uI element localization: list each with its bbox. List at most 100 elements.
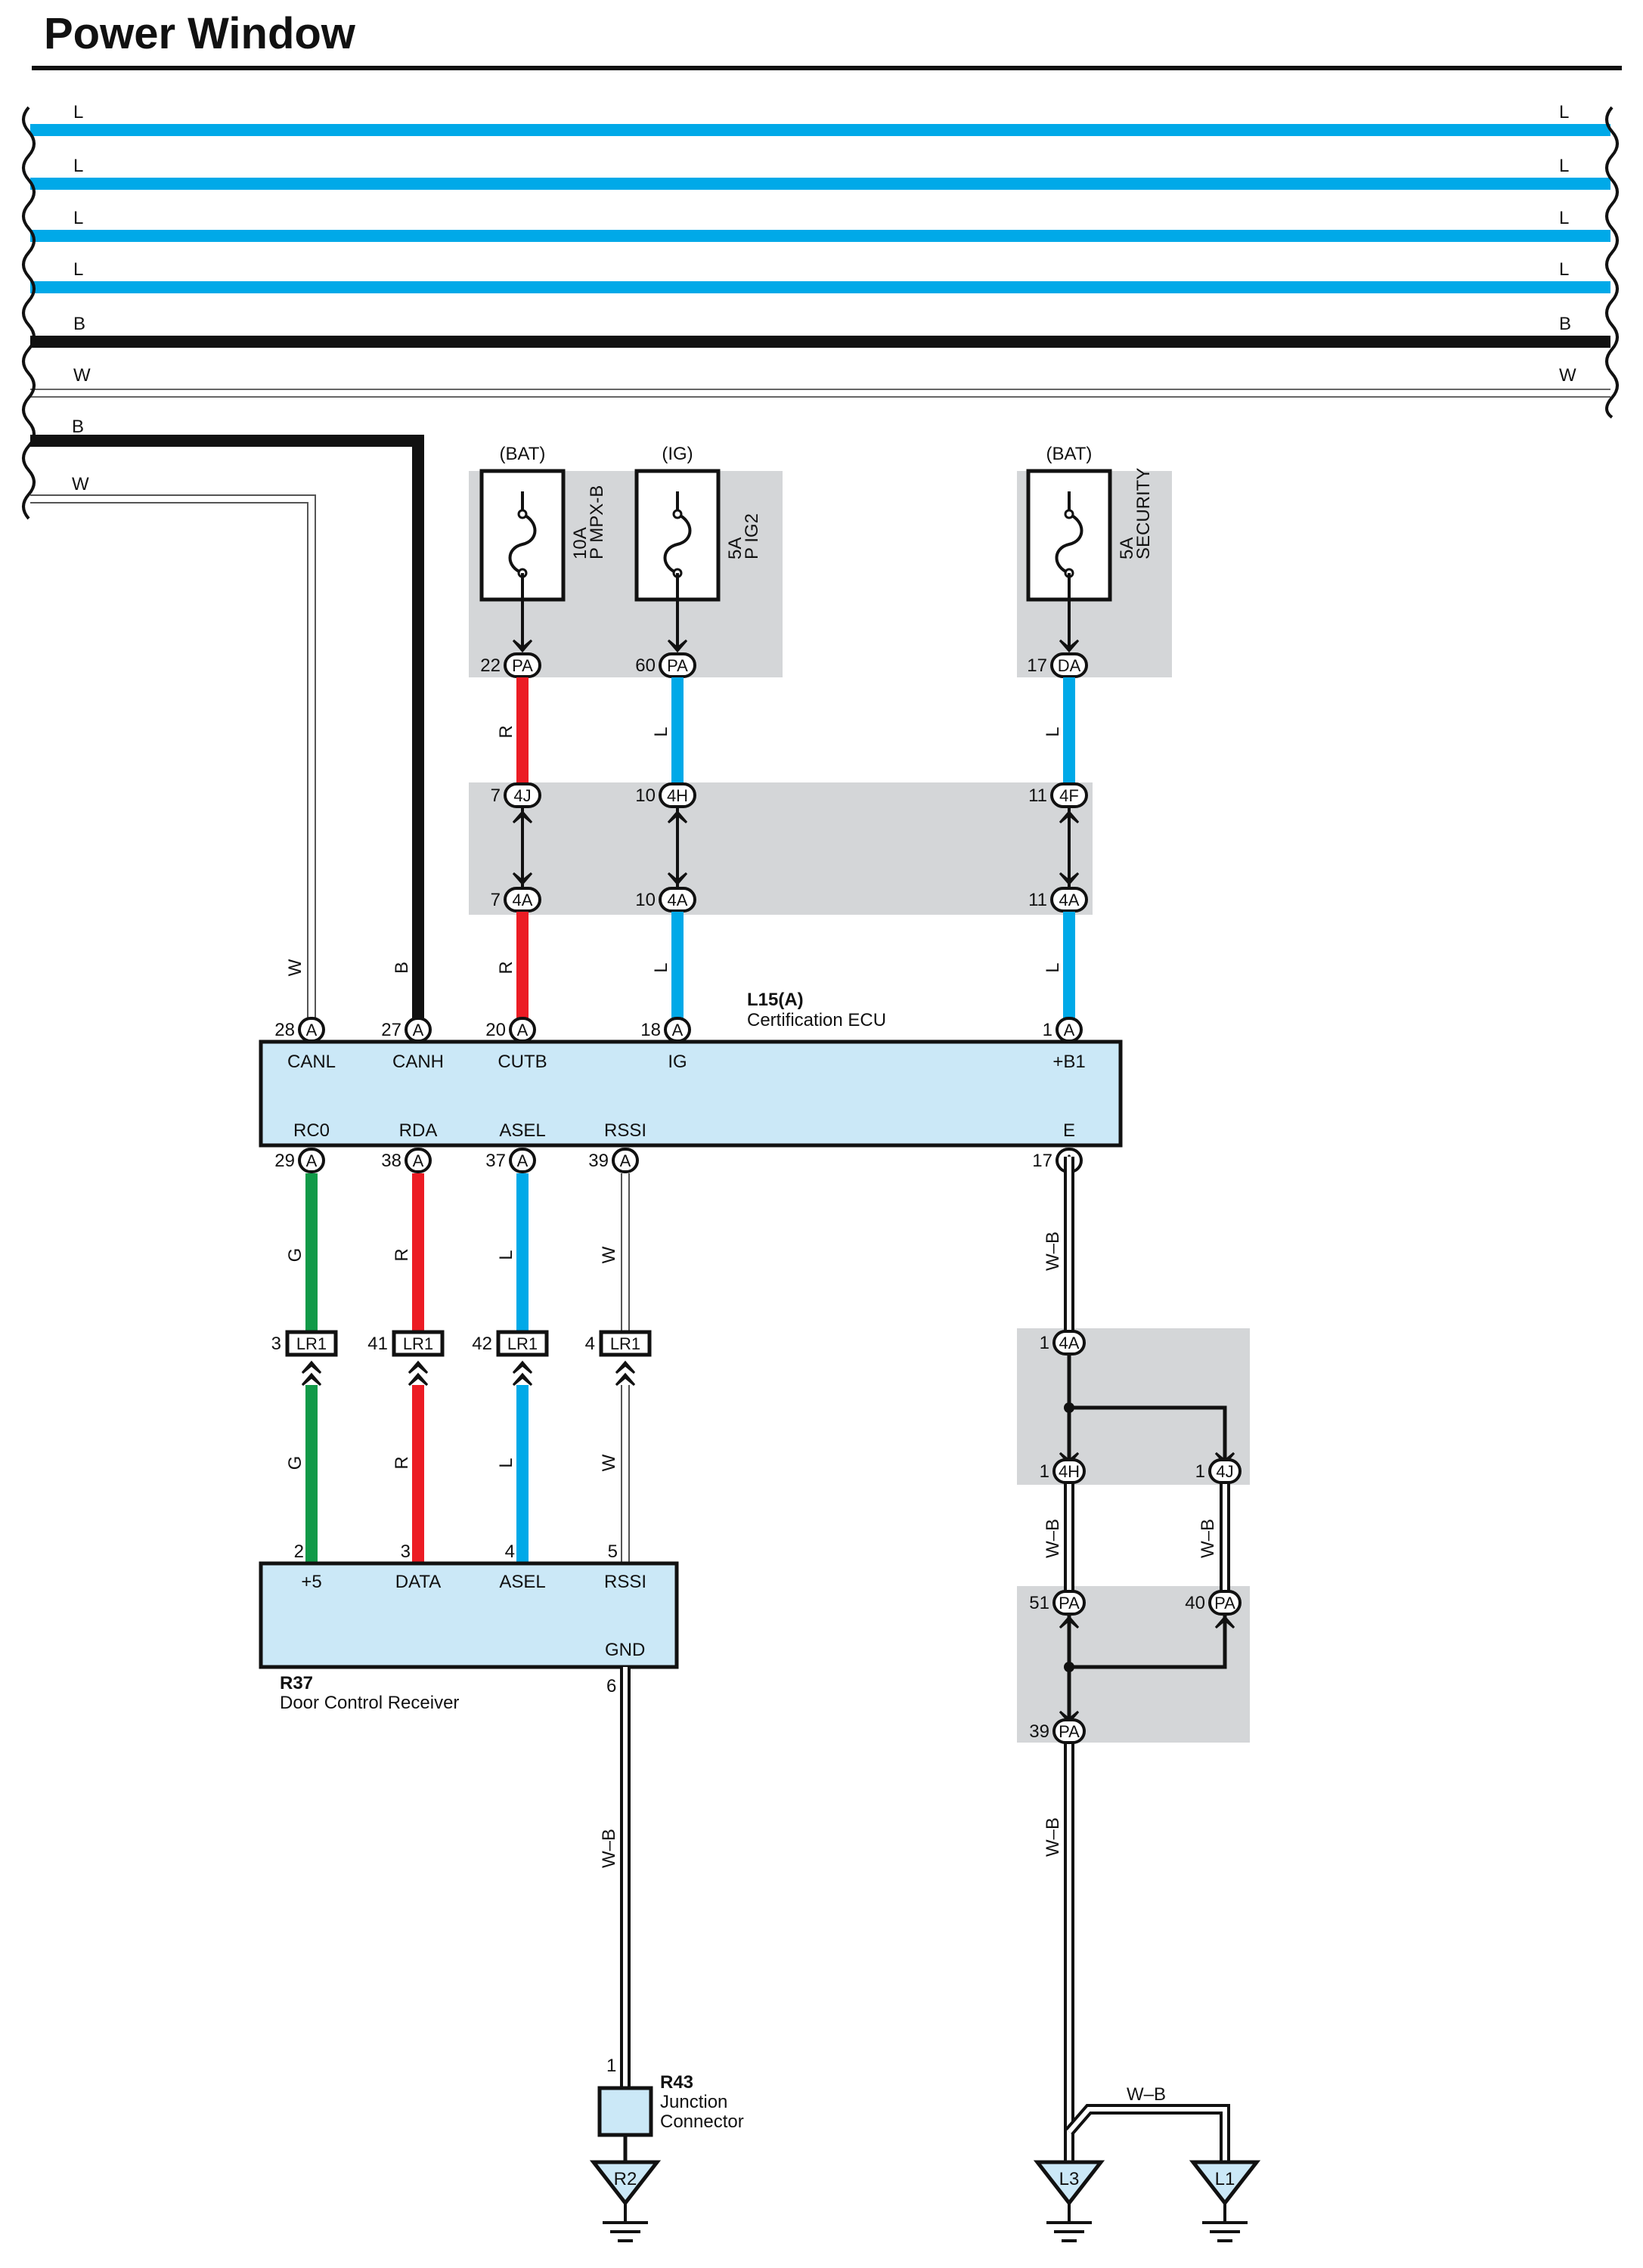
door-control-receiver: R37 Door Control Receiver GND: [259, 1561, 679, 1713]
fuse-supply-1: (IG): [662, 444, 693, 464]
lr1-connector-label-3: LR1: [610, 1334, 640, 1353]
fuse-pin-2-number: 17: [1027, 655, 1047, 676]
wire-code-bus-left-5: W: [73, 365, 91, 386]
wire-code-bus-left-2: L: [73, 208, 83, 228]
ecu-top-pin-2: [509, 1017, 536, 1043]
junction-connector: 1 R43 Junction Connector: [597, 2056, 744, 2162]
lr1-chevron-a-1: [408, 1360, 429, 1374]
ecu-bottom-pin-4-number: 17: [1032, 1151, 1052, 1171]
fuse-pin-0-label: PA: [512, 656, 533, 675]
feed-arrow-up-1: [667, 810, 688, 824]
gp-conn-pa-40-label: PA: [1214, 1594, 1235, 1613]
wire-code-bus-right-3: L: [1559, 259, 1569, 280]
gp-conn-4j-label: 4J: [1216, 1462, 1233, 1481]
receiver-pin-label-0: +5: [301, 1572, 321, 1592]
wire-code-rx-upper-1: R: [392, 1248, 412, 1261]
ecu-bottom-pin-3-number: 39: [588, 1151, 609, 1171]
ecu-bottom-pin-1-label: A: [413, 1151, 424, 1170]
feed-conn-bottom-1-label: 4A: [668, 891, 688, 909]
ecu-bottom-pin-2: [509, 1148, 536, 1173]
wire-code-feed-lower-0: R: [496, 961, 516, 974]
ecu-bottom-pin-label-1: RDA: [399, 1120, 438, 1141]
gp-conn-pa-39-label: PA: [1059, 1722, 1080, 1741]
ecu-top-pin-label-1: CANH: [392, 1052, 444, 1072]
feed-conn-top-1: [659, 782, 696, 808]
wire-code-rx-lower-2: L: [496, 1458, 516, 1467]
fuse-terminal-top-0: [517, 509, 528, 519]
fuse-icon-0: [508, 513, 537, 575]
wire-code-gp-3: W–B: [1198, 1519, 1218, 1558]
ecu-bottom-pin-label-0: RC0: [293, 1120, 330, 1141]
receiver-pin-label-1: DATA: [395, 1572, 441, 1592]
fuse-pin-2: [1050, 652, 1088, 678]
wire-code-feed-lower-2: L: [1043, 962, 1063, 972]
wire-code-receiver-gnd: W–B: [599, 1829, 619, 1868]
wire-code-gp-4: W–B: [1043, 1817, 1063, 1857]
wire-code-bus-left-1: L: [73, 156, 83, 176]
wire-code-bus-left-0: L: [73, 102, 83, 122]
receiver-name: Door Control Receiver: [280, 1693, 459, 1713]
receiver-gnd-label: GND: [605, 1640, 645, 1660]
gp-conn-4j: [1208, 1458, 1242, 1484]
ecu-top-pin-4: [1056, 1017, 1083, 1043]
page-title: Power Window: [44, 9, 356, 58]
junction-pin: 1: [606, 2056, 616, 2076]
ecu-bottom-pin-label-3: RSSI: [604, 1120, 646, 1141]
wire-code-feed-upper-0: R: [496, 725, 516, 738]
receiver-pin-number-0: 2: [294, 1541, 304, 1562]
gp-conn-pa-51-label: PA: [1059, 1594, 1080, 1613]
certification-ecu: L15(A) Certification ECU: [259, 990, 1123, 1148]
feed-arrow-down-1: [667, 872, 688, 886]
wire-code-rx-lower-1: R: [392, 1456, 412, 1469]
ecu-top-pin-3-label: A: [672, 1021, 684, 1040]
receiver-pin-number-2: 4: [505, 1541, 515, 1562]
fuse-arrow-2: [1059, 639, 1080, 653]
fuse-supply-2: (BAT): [1046, 444, 1093, 464]
feed-arrow-down-0: [512, 872, 533, 886]
ecu-top-pin-1-number: 27: [381, 1020, 401, 1040]
fuse-pin-0: [504, 652, 541, 678]
feed-conn-bottom-2-number: 11: [1028, 890, 1047, 910]
feed-conn-bottom-0-number: 7: [491, 890, 501, 910]
wire-code-bus-right-0: L: [1559, 102, 1569, 122]
fuse-arrow-1: [667, 639, 688, 653]
lr1-connector-1: [392, 1330, 445, 1357]
fuse-rating-1: 5A: [725, 538, 746, 559]
ecu-top-pin-label-3: IG: [668, 1052, 687, 1072]
receiver-gnd-pin: 6: [606, 1676, 616, 1696]
fuse-name-2: SECURITY: [1133, 468, 1154, 559]
wire-code-feed-lower-1: L: [651, 962, 671, 972]
lr1-pin-number-2: 42: [472, 1334, 492, 1354]
lr1-chevron-b-2: [512, 1372, 533, 1387]
wire-code-feed-upper-2: L: [1043, 727, 1063, 736]
feed-conn-bottom-2-label: 4A: [1059, 891, 1080, 909]
ecu-top-pin-2-number: 20: [485, 1020, 506, 1040]
fuse-rating-2: 5A: [1117, 538, 1137, 559]
ground-l1: L1: [1189, 2160, 1261, 2242]
gp-conn-4a-label: 4A: [1059, 1334, 1080, 1352]
wire-code-rx-upper-2: L: [496, 1250, 516, 1259]
ecu-top-pin-1-label: A: [413, 1021, 424, 1040]
fuse-icon-2: [1055, 513, 1083, 575]
break-mark-right: [1605, 106, 1619, 419]
wire-code-bus-right-4: B: [1559, 314, 1571, 334]
lr1-chevron-b-1: [408, 1372, 429, 1387]
break-mark-left: [22, 106, 36, 520]
fuse-pin-1: [659, 652, 696, 678]
feed-conn-bottom-0-label: 4A: [513, 891, 533, 909]
ecu-bottom-pin-1: [405, 1148, 432, 1173]
feed-conn-top-1-label: 4H: [667, 786, 688, 805]
wire-code-rx-lower-0: G: [285, 1456, 305, 1470]
ecu-bottom-pin-1-number: 38: [381, 1151, 401, 1171]
ecu-top-pin-2-label: A: [517, 1021, 529, 1040]
fuse-icon-1: [663, 513, 692, 575]
wire-code-gp-5: W–B: [1127, 2084, 1166, 2105]
ecu-bottom-pin-2-label: A: [517, 1151, 529, 1170]
